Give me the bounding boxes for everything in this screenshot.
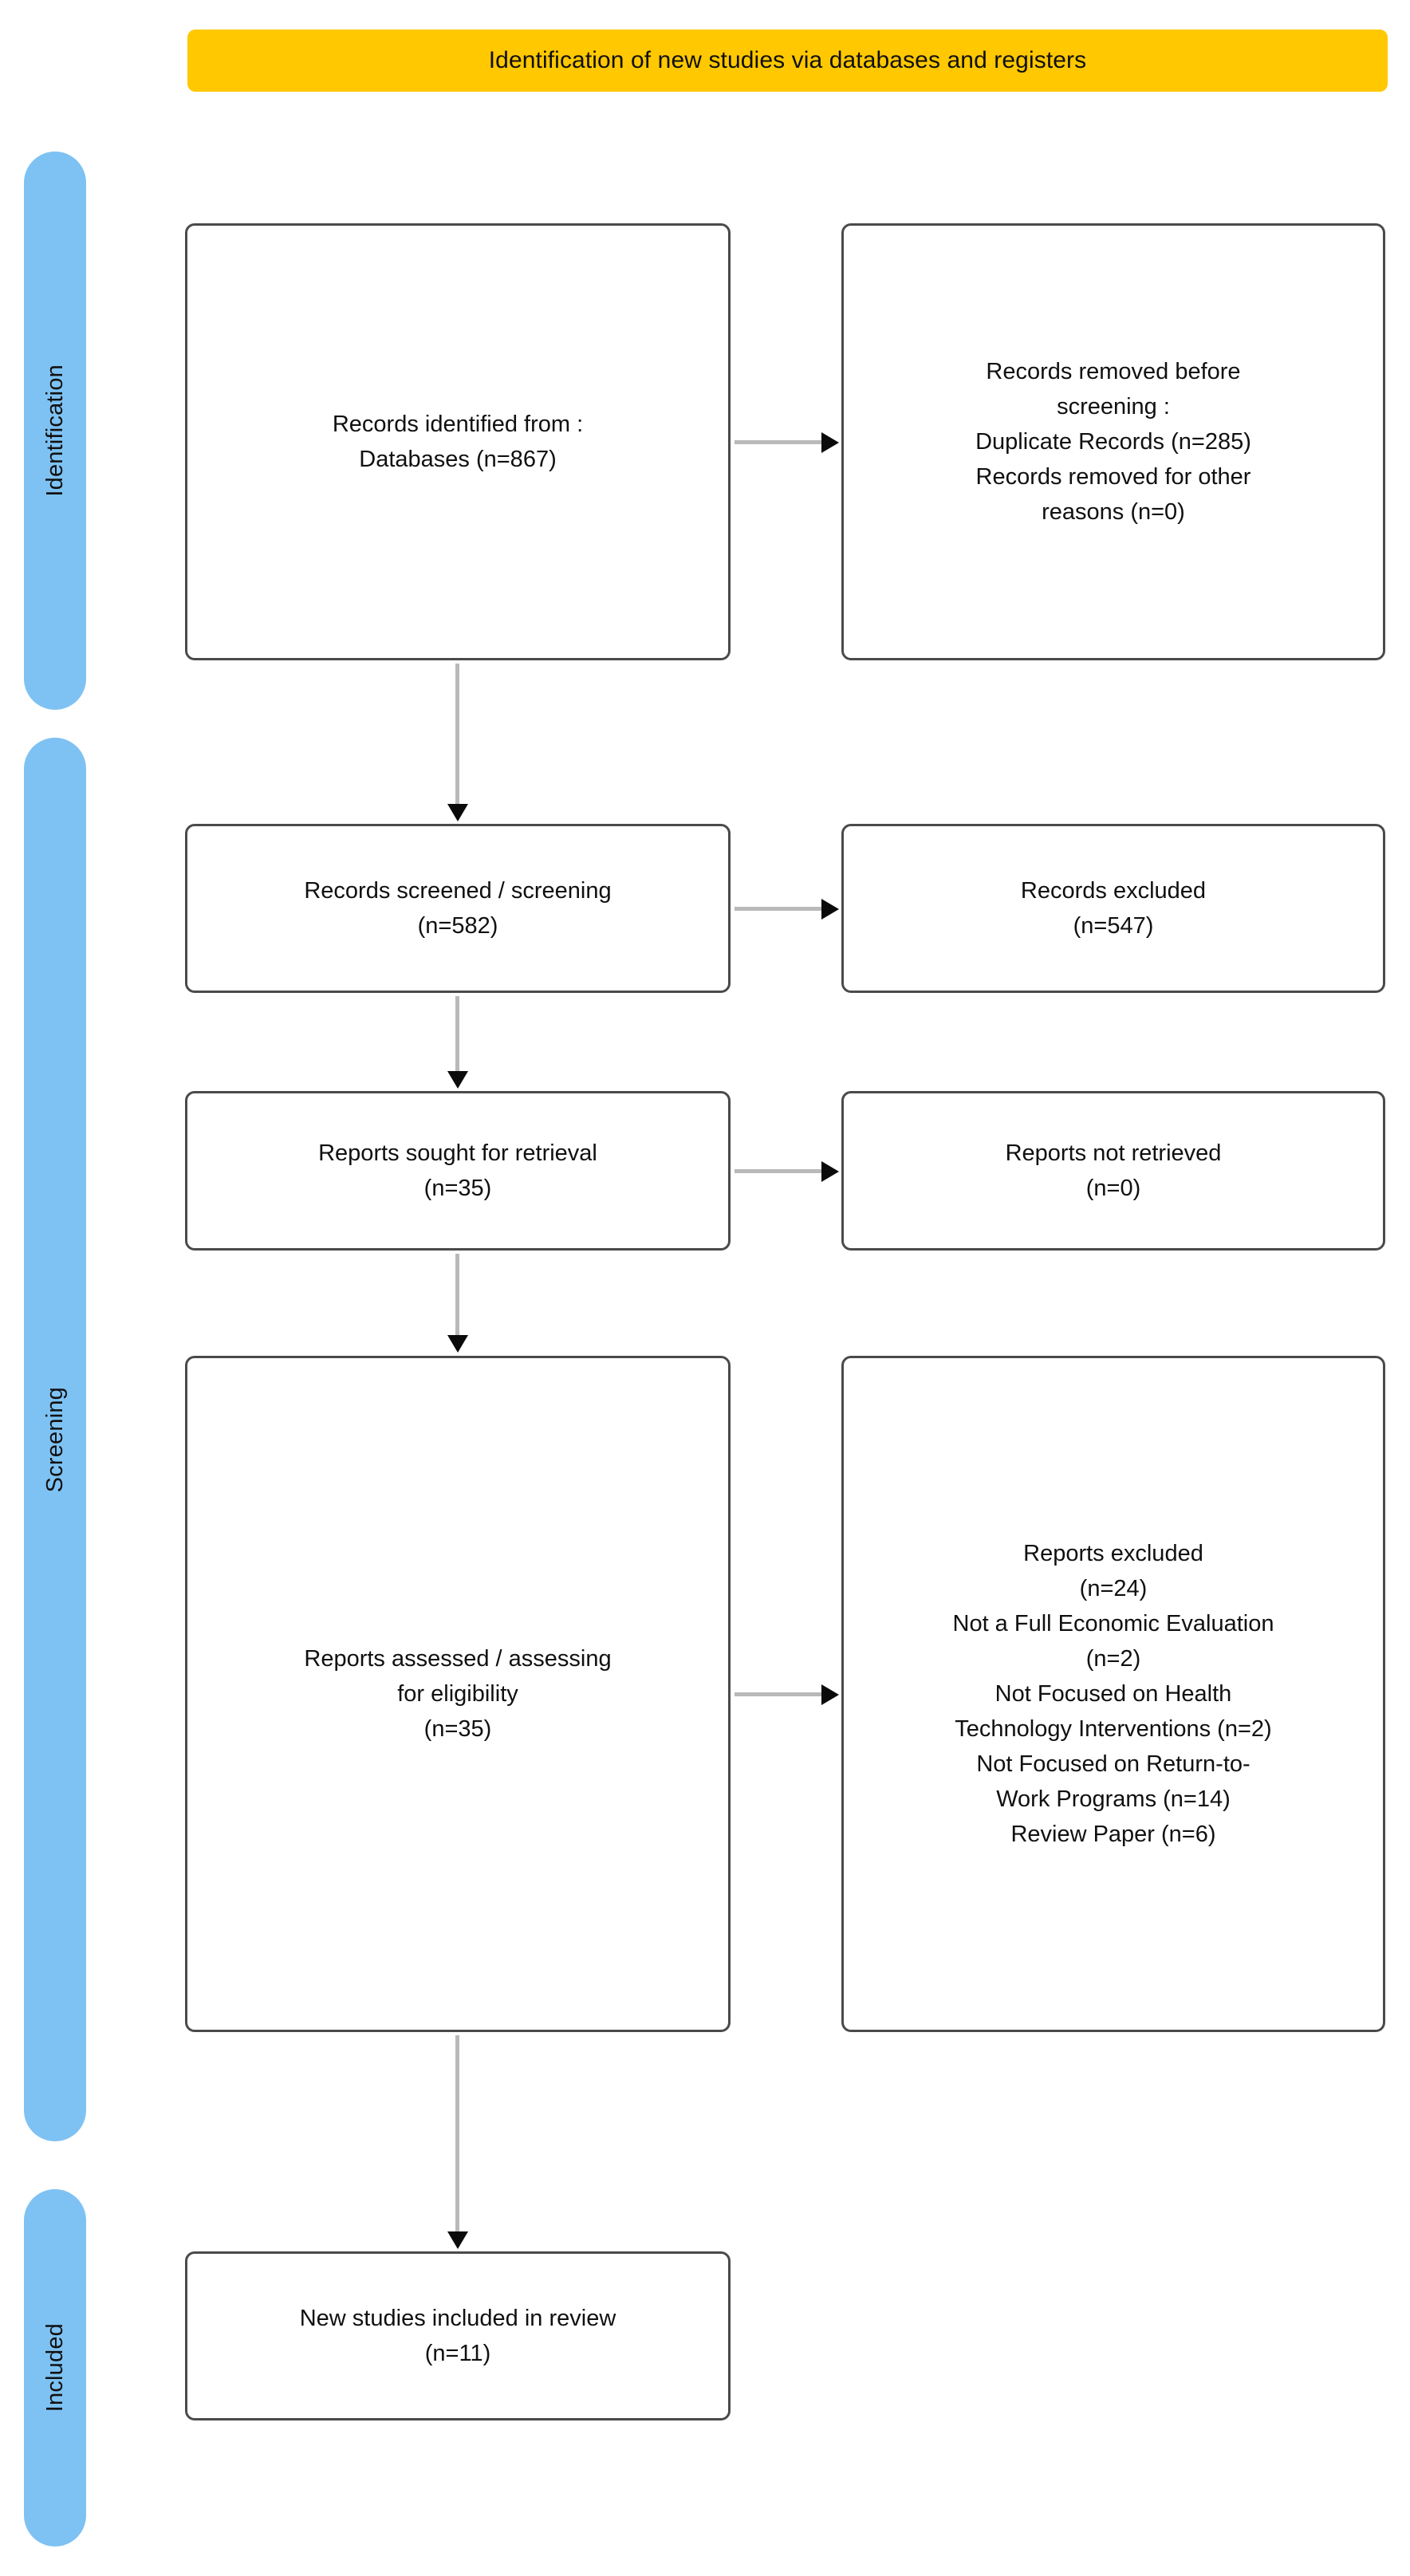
node-records-identified: Records identified from : Databases (n=8…	[185, 223, 731, 660]
node-new-studies-included: New studies included in review (n=11)	[185, 2251, 731, 2420]
node-reports-assessed-text: Reports assessed / assessing for eligibi…	[304, 1645, 612, 1743]
stage-rail-included: Included	[24, 2189, 86, 2546]
stage-label-screening: Screening	[41, 1386, 68, 1493]
node-reports-sought-for-retrieval: Reports sought for retrieval (n=35)	[185, 1091, 731, 1251]
arrow-screened-to-records-excluded	[735, 907, 823, 911]
stage-rail-identification: Identification	[24, 152, 86, 710]
node-records-excluded-text: Records excluded (n=547)	[1020, 877, 1207, 939]
node-reports-not-retrieved: Reports not retrieved (n=0)	[841, 1091, 1385, 1251]
node-records-screened: Records screened / screening (n=582)	[185, 824, 731, 993]
node-new-studies-included-text: New studies included in review (n=11)	[299, 2305, 616, 2366]
node-records-removed-before-screening: Records removed before screening : Dupli…	[841, 223, 1385, 660]
node-records-excluded: Records excluded (n=547)	[841, 824, 1385, 993]
arrow-assessed-to-included	[455, 2035, 459, 2233]
stage-label-identification: Identification	[41, 364, 68, 497]
arrow-sought-to-assessed	[455, 1254, 459, 1337]
node-reports-assessed-for-eligibility: Reports assessed / assessing for eligibi…	[185, 1356, 731, 2032]
arrow-sought-to-not-retrieved	[735, 1169, 823, 1173]
node-records-screened-text: Records screened / screening (n=582)	[304, 877, 612, 939]
node-reports-sought-text: Reports sought for retrieval (n=35)	[318, 1140, 597, 1201]
stage-rail-screening: Screening	[24, 738, 86, 2141]
node-records-identified-text: Records identified from : Databases (n=8…	[332, 411, 584, 472]
node-reports-excluded: Reports excluded (n=24) Not a Full Econo…	[841, 1356, 1385, 2032]
arrow-identified-to-removed	[735, 440, 823, 444]
arrow-identified-to-screened	[455, 664, 459, 805]
arrow-assessed-to-reports-excluded	[735, 1692, 823, 1696]
stage-label-included: Included	[41, 2323, 68, 2413]
node-reports-excluded-text: Reports excluded (n=24) Not a Full Econo…	[952, 1540, 1274, 1848]
banner-title: Identification of new studies via databa…	[488, 46, 1087, 73]
arrow-screened-to-sought	[455, 996, 459, 1073]
diagram-header-banner: Identification of new studies via databa…	[187, 30, 1388, 92]
node-records-removed-text: Records removed before screening : Dupli…	[975, 358, 1251, 526]
node-reports-not-retrieved-text: Reports not retrieved (n=0)	[1005, 1140, 1222, 1201]
